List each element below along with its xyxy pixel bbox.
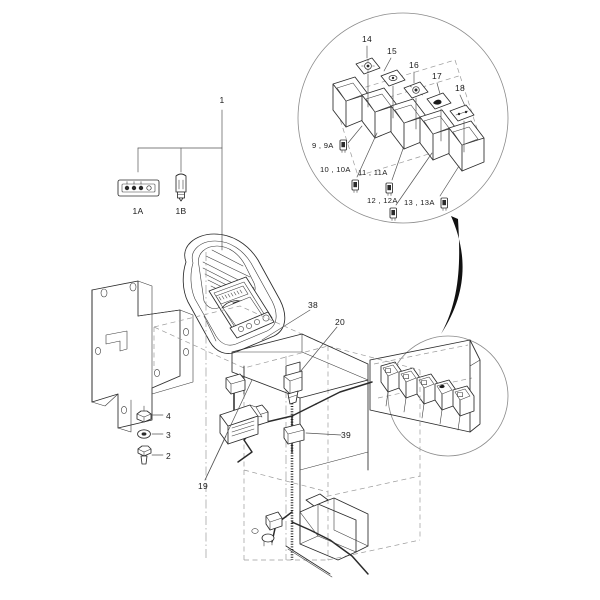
detail-link-arrow [441,216,463,334]
rocker-switch-2[interactable] [361,87,398,139]
callout-labels: 1 1A 1B 2 3 4 9 , 9A 10 , 10A 11 , 11A 1… [133,34,465,491]
switch-cap-icons [355,57,475,122]
callout-1: 1 [219,95,224,105]
console-panel-lower [369,339,481,433]
callout-1A: 1A [133,206,144,216]
rocker-switch-1[interactable] [332,76,369,128]
nut-icon [136,410,152,423]
rocker-switch-lower-4[interactable] [434,379,457,411]
callout-10: 10 , 10A [320,165,351,174]
lamp-part-icons [339,139,448,221]
callout-9: 9 , 9A [312,141,334,150]
part-1-tree [117,109,223,251]
clamp-icon-39 [283,423,305,445]
mounting-bracket [91,280,194,433]
lamp-icon-11 [385,182,393,196]
sun-icon [355,57,381,75]
callout-17: 17 [432,71,442,81]
callout-14: 14 [362,34,372,44]
harness-connector-20 [283,361,303,405]
bulb-icon [175,173,187,202]
fastener-stack [136,405,164,465]
callout-12: 12 , 12A [367,196,398,205]
detail-circle-upper [297,12,509,224]
rocker-switch-lower-1[interactable] [380,361,403,393]
lower-frame-box [285,493,369,578]
callout-18: 18 [455,83,465,93]
callout-3: 3 [166,430,171,440]
callout-2: 2 [166,451,171,461]
callout-16: 16 [409,60,419,70]
callout-4: 4 [166,411,171,421]
callout-38: 38 [308,300,318,310]
lamp-leaders [347,125,460,206]
rocker-switch-lower-5[interactable] [452,385,475,417]
bolt-icon [137,445,152,465]
connector-block-icon [117,179,160,197]
rocker-switch-group-upper [332,76,485,172]
callout-1B: 1B [176,206,187,216]
lamp-icon-10 [351,179,359,193]
rocker-switch-5[interactable] [448,120,485,172]
callout-13: 13 , 13A [404,198,435,207]
upper-detail-leaders [366,45,466,153]
wiring-harness [219,361,373,575]
chassis-panels [231,333,369,541]
harness-connector-top [225,373,246,395]
aux-icon [449,104,475,122]
relay-box-icon [219,404,263,445]
callout-19: 19 [198,481,208,491]
beacon-icon [403,81,429,99]
lower-detail-leaders [385,391,461,431]
lamp-icon-12 [389,207,397,221]
washer-icon [137,429,151,439]
wiper-icon [380,69,406,87]
operator-console-assembly [182,233,286,354]
chassis-reference-outline [152,252,421,561]
harness-lower-fittings [251,511,283,547]
assembly-leaders [204,309,342,481]
callout-15: 15 [387,46,397,56]
callout-11: 11 , 11A [358,168,388,177]
rocker-switch-4[interactable] [419,109,456,161]
callout-39: 39 [341,430,351,440]
console-button-row[interactable] [229,311,275,339]
rocker-switch-lower-3[interactable] [416,373,439,405]
lamp-icon-9 [339,139,347,153]
lamp-icon-13 [440,197,448,211]
callout-20: 20 [335,317,345,327]
switch-panel-detail-upper [297,12,509,224]
hand-icon [426,92,452,110]
